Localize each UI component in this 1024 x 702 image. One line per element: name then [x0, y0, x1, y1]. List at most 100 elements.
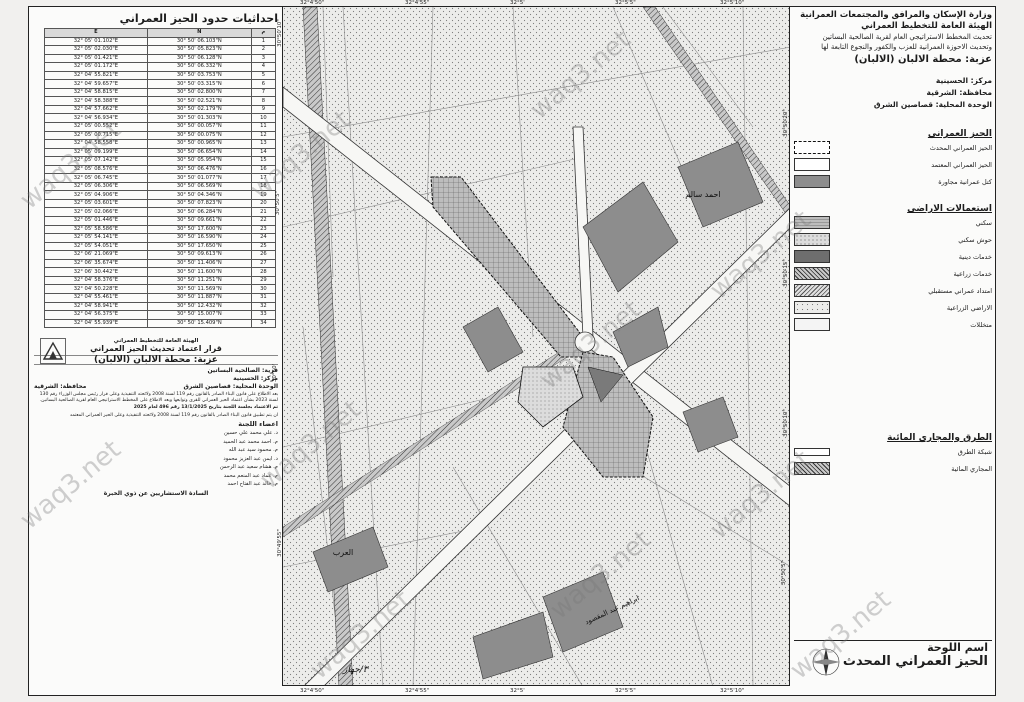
legend-panel: وزارة الإسكان والمرافق والمجتمعات العمرا… [794, 10, 992, 686]
list-item: م. خالد عبد الفتاح احمد [227, 481, 278, 488]
cell-easting: 32° 04' 55.461"E [44, 292, 148, 303]
list-item: د. ايمن عبد العزيز محمود [223, 455, 278, 462]
cell-easting: 32° 05' 01.446"E [44, 216, 148, 226]
legend-swatch-icon [794, 141, 830, 154]
cell-northing: 30° 50' 11.600"N [146, 267, 252, 277]
ministry-name: وزارة الإسكان والمرافق والمجتمعات العمرا… [800, 10, 992, 20]
approval-decision-panel: الهيئة العامة للتخطيط العمراني قرار اعتم… [34, 336, 278, 688]
cell-index: 18 [250, 181, 277, 192]
cell-easting: 32° 05' 09.199"E [44, 147, 148, 158]
authority-logo-icon [40, 338, 66, 364]
cell-northing: 30° 50' 09.613"N [146, 250, 252, 260]
cell-index: 16 [250, 164, 277, 175]
sheet-name: الحيز العمراني المحدث [842, 654, 988, 669]
decision-village: عزبة: محطة الالبان (الالبان) [34, 354, 278, 365]
cell-index: 20 [250, 198, 277, 209]
legend-item: متخللات [794, 316, 992, 333]
table-header-row: E N م [44, 28, 277, 38]
cell-easting: 32° 05' 08.576"E [44, 164, 148, 175]
cell-easting: 32° 04' 56.375"E [44, 310, 148, 320]
decision-muhafaza: محافظة: الشرقية [34, 382, 87, 390]
map-canvas[interactable]: احمد سالم العرب ابراهيم عبد المقصود ٣/جه… [282, 6, 790, 686]
cell-index: 4 [250, 62, 277, 72]
cell-easting: 32° 05' 58.586"E [44, 224, 148, 235]
map-tick-label: 32°5' [510, 688, 525, 694]
legend-swatch-icon [794, 301, 830, 314]
legend-item: امتداد عمراني مستقبلي [794, 282, 992, 299]
legend-swatch-icon [794, 250, 830, 263]
cell-easting: 32° 04' 58.388"E [44, 96, 148, 106]
cell-easting: 32° 04' 50.228"E [44, 284, 148, 294]
cell-easting: 32° 05' 02.066"E [44, 207, 148, 218]
cell-northing: 30° 50' 06.128"N [146, 53, 252, 64]
coordinates-title: احداثيات حدود الحيز العمراني [119, 12, 278, 25]
decision-markaz-row: مركز: الحسينية [34, 375, 278, 383]
legend-item-label: شبكة الطرق [957, 447, 992, 456]
map-tick-label: 30°50'5" [781, 560, 788, 586]
cell-index: 19 [250, 190, 277, 200]
map-label-alarab: العرب [333, 548, 353, 557]
legend-item: الحيز العمراني المحدث [794, 139, 992, 156]
decision-qarya: قرية: الصالحية البساتين [207, 366, 279, 374]
cell-easting: 32° 06' 30.442"E [44, 267, 148, 277]
list-item: م. عماد عبد المنعم محمد [223, 472, 278, 479]
cell-index: 28 [250, 267, 277, 277]
legend-swatch-icon [794, 462, 830, 475]
cell-index: 31 [250, 292, 277, 303]
cell-index: 29 [250, 275, 277, 286]
legend-item: شبكة الطرق [794, 443, 992, 460]
legend-swatch-icon [794, 175, 830, 188]
cell-index: 5 [250, 70, 277, 81]
cell-northing: 30° 50' 15.007"N [146, 310, 252, 320]
map-tick-label: 30°50'10" [782, 409, 789, 437]
decision-authority: الهيئة العامة للتخطيط العمراني [113, 338, 199, 344]
legend-item-label: حوش سكني [958, 235, 992, 244]
map-tick-label: 32°5'10" [720, 0, 745, 6]
cell-index: 11 [250, 122, 277, 132]
cell-index: 32 [250, 301, 277, 312]
map-tick-label: 32°5' [510, 0, 525, 6]
decision-markaz: مركز: الحسينية [233, 374, 278, 382]
north-arrow-icon [812, 648, 840, 676]
cell-easting: 32° 05' 01.102"E [44, 36, 148, 47]
map-tick-label: 30°49'55" [276, 529, 283, 557]
cell-northing: 30° 50' 11.406"N [146, 258, 252, 269]
legend-swatch-icon [794, 318, 830, 331]
cell-easting: 32° 04' 55.821"E [44, 70, 148, 81]
cell-northing: 30° 50' 02.179"N [146, 104, 252, 115]
list-item: م. هشام سعيد عبد الرحمن [219, 464, 278, 471]
cell-easting: 32° 05' 54.141"E [44, 233, 148, 243]
cell-northing: 30° 50' 05.823"N [146, 45, 252, 55]
cell-index: 23 [250, 224, 277, 235]
map-tick-label: 30°50'5" [275, 190, 282, 216]
cell-northing: 30° 50' 03.753"N [146, 70, 252, 81]
cell-northing: 30° 50' 02.800"N [146, 87, 252, 98]
cell-easting: 32° 05' 00.715"E [44, 130, 148, 141]
cell-easting: 32° 04' 58.941"E [44, 301, 148, 312]
cell-index: 17 [250, 173, 277, 183]
sheet-name-label: اسم اللوحة [927, 641, 988, 654]
cell-index: 1 [250, 36, 277, 47]
legend-item: الاراضي الزراعية [794, 299, 992, 316]
consultants-note: السادة الاستشاريين عن ذوي الخبرة [103, 489, 209, 497]
updated-urban-boundary [430, 176, 654, 478]
cell-northing: 30° 50' 02.521"N [146, 96, 252, 106]
cell-index: 2 [250, 45, 277, 55]
cell-index: 25 [250, 241, 277, 252]
map-tick-label: 30°50' [272, 363, 279, 383]
